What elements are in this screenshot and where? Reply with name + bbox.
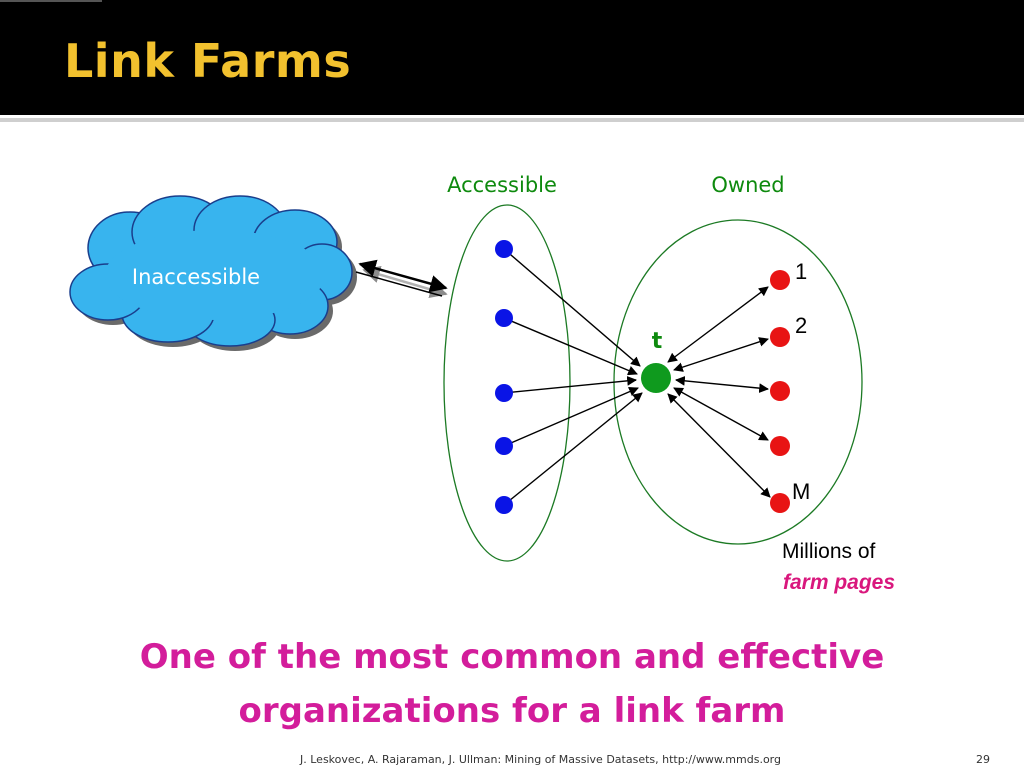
title-bar-accent [0,0,102,2]
title-bar: Link Farms [0,0,1024,115]
slide-caption: One of the most common and effective org… [0,630,1024,738]
caption-line-1: One of the most common and effective [139,637,885,677]
farm-nodes [770,270,790,513]
farm-node [770,381,790,401]
accessible-node [495,240,513,258]
accessible-to-target-edges [503,248,643,506]
farm-node [770,493,790,513]
citation-footer: J. Leskovec, A. Rajaraman, J. Ullman: Mi… [300,753,781,766]
target-node [641,363,671,393]
accessible-node [495,309,513,327]
slide-title: Link Farms [64,34,352,88]
farm-node [770,436,790,456]
title-divider [0,118,1024,122]
target-label: t [652,329,663,354]
target-farm-edges [667,286,771,498]
farm-label-m: M [792,479,810,504]
accessible-nodes [495,240,513,514]
farm-node [770,327,790,347]
caption-line-2: organizations for a link farm [238,691,786,731]
accessible-ellipse [443,204,571,562]
accessible-node [495,496,513,514]
farm-node [770,270,790,290]
accessible-node [495,437,513,455]
farm-label-2: 2 [795,313,807,338]
farm-label-1: 1 [795,259,807,284]
bidirectional-link [355,259,448,297]
farm-note-line2: farm pages [783,571,895,594]
bidirectional-link-shadow [362,266,448,298]
inaccessible-label: Inaccessible [132,265,260,289]
accessible-label: Accessible [447,173,557,197]
owned-label: Owned [711,173,784,197]
cloud-core [105,230,325,320]
page-number: 29 [976,753,990,766]
accessible-node [495,384,513,402]
farm-note-line1: Millions of [782,540,876,563]
